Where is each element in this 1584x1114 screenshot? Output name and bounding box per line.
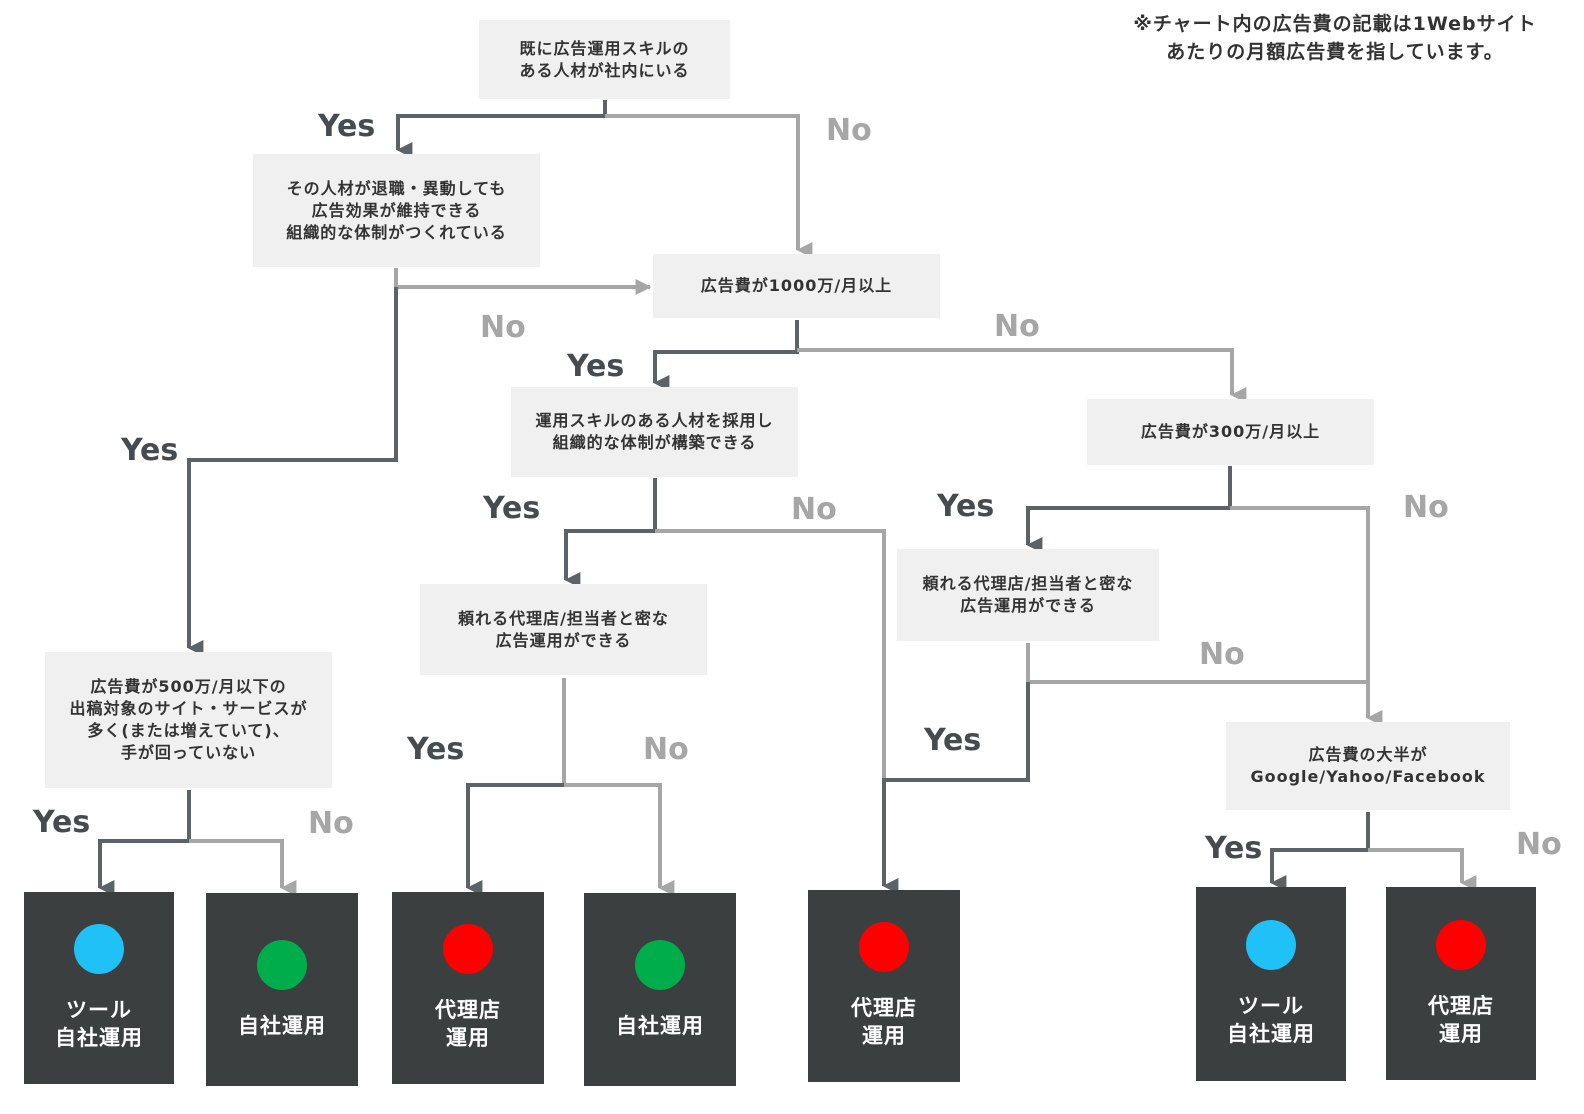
question-q8: 頼れる代理店/担当者と密な 広告運用ができる [897, 549, 1159, 641]
q8-yes-label: Yes [924, 723, 982, 758]
q5-no-line [1230, 506, 1383, 726]
q1-yes-label: Yes [318, 109, 376, 144]
q5-no-label: No [1403, 490, 1449, 525]
q4-no-line [655, 529, 886, 780]
result-inhouse-1: 自社運用 [206, 893, 358, 1086]
result-label: ツール 自社運用 [1227, 994, 1315, 1046]
q2-no-line [394, 268, 652, 295]
result-label: 自社運用 [616, 1013, 704, 1038]
result-inhouse-2: 自社運用 [584, 893, 736, 1086]
q5-yes-label: Yes [937, 489, 995, 524]
q8-no-line [1026, 643, 1368, 684]
agency-dot-icon [1436, 919, 1486, 970]
q3-yes-line [653, 320, 799, 391]
q1-no-line [605, 114, 813, 258]
q2-yes-line [187, 287, 398, 656]
q3-no-line [797, 348, 1247, 403]
q7-yes-line [466, 783, 564, 896]
question-q2: その人材が退職・異動しても 広告効果が維持できる 組織的な体制がつくれている [253, 154, 540, 267]
q9-yes-label: Yes [1205, 831, 1263, 866]
tool-dot-icon [74, 924, 124, 974]
q7-yes-label: Yes [407, 732, 465, 767]
q7-no-line [562, 678, 675, 896]
q6-yes-label: Yes [33, 805, 91, 840]
result-agency-1: 代理店 運用 [392, 892, 544, 1084]
inhouse-dot-icon [635, 939, 685, 990]
q6-yes-line [98, 790, 191, 896]
q6-no-line [189, 839, 297, 896]
result-label: 自社運用 [238, 1013, 326, 1038]
q5-yes-line [1026, 466, 1232, 553]
q4-yes-line [564, 478, 657, 588]
question-q5: 広告費が300万/月以上 [1087, 399, 1374, 465]
agency-dot-icon [443, 924, 493, 974]
q1-no-label: No [826, 113, 872, 148]
question-q4: 運用スキルのある人材を採用し 組織的な体制が構築できる [511, 387, 798, 477]
question-q1: 既に広告運用スキルの ある人材が社内にいる [479, 20, 730, 99]
footnote: ※チャート内の広告費の記載は1Webサイト あたりの月額広告費を指しています。 [1133, 13, 1537, 63]
q8-yes-line [882, 682, 1030, 894]
q4-no-label: No [791, 492, 837, 527]
q1-yes-line [396, 100, 607, 158]
q9-yes-line [1270, 812, 1370, 891]
agency-dot-icon [859, 922, 909, 972]
result-tool-inhouse-1: ツール 自社運用 [24, 892, 174, 1084]
q7-no-label: No [643, 732, 689, 767]
result-label: ツール 自社運用 [55, 998, 143, 1050]
q3-yes-label: Yes [567, 349, 625, 384]
q4-yes-label: Yes [483, 491, 541, 526]
inhouse-dot-icon [257, 939, 307, 990]
result-agency-3: 代理店 運用 [1386, 887, 1536, 1080]
q8-no-label: No [1199, 637, 1245, 672]
q9-no-label: No [1516, 827, 1562, 862]
q2-no-label: No [480, 310, 526, 345]
question-q6: 広告費が500万/月以下の 出稿対象のサイト・サービスが 多く(または増えていて… [45, 652, 332, 788]
result-label: 代理店 運用 [435, 998, 501, 1050]
tool-dot-icon [1246, 920, 1296, 970]
question-q3: 広告費が1000万/月以上 [653, 254, 940, 318]
question-q9: 広告費の大半が Google/Yahoo/Facebook [1226, 722, 1510, 810]
result-label: 代理店 運用 [851, 996, 917, 1048]
q6-no-label: No [308, 806, 354, 841]
q9-no-line [1368, 848, 1477, 891]
result-agency-2: 代理店 運用 [808, 890, 960, 1082]
result-label: 代理店 運用 [1428, 993, 1494, 1046]
question-q7: 頼れる代理店/担当者と密な 広告運用ができる [420, 584, 707, 675]
q2-yes-label: Yes [121, 433, 179, 468]
q3-no-label: No [994, 309, 1040, 344]
result-tool-inhouse-2: ツール 自社運用 [1196, 887, 1346, 1081]
